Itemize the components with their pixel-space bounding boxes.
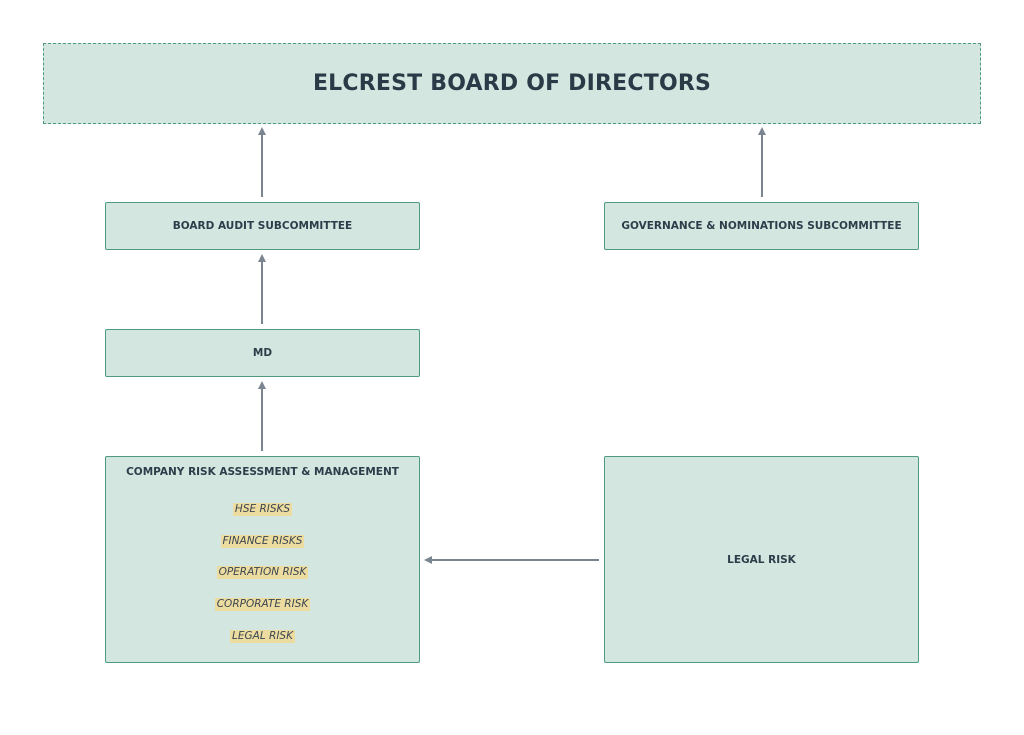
risk-legal: LEGAL RISK	[230, 629, 295, 643]
governance-label: GOVERNANCE & NOMINATIONS SUBCOMMITTEE	[621, 220, 902, 232]
risk-item: CORPORATE RISK	[106, 592, 419, 624]
legal-risk-label: LEGAL RISK	[727, 553, 796, 566]
md-label: MD	[252, 347, 273, 359]
risk-item: FINANCE RISKS	[106, 529, 419, 561]
md-box: MD	[105, 329, 420, 377]
risk-finance: FINANCE RISKS	[220, 534, 305, 548]
governance-nominations-box: GOVERNANCE & NOMINATIONS SUBCOMMITTEE	[604, 202, 919, 250]
board-title: ELCREST BOARD OF DIRECTORS	[312, 71, 712, 96]
risk-item: LEGAL RISK	[106, 624, 419, 656]
legal-risk-box: LEGAL RISK	[604, 456, 919, 663]
risk-item: OPERATION RISK	[106, 560, 419, 592]
company-risk-box: COMPANY RISK ASSESSMENT & MANAGEMENT HSE…	[105, 456, 420, 663]
risk-corporate: CORPORATE RISK	[214, 598, 311, 612]
company-risk-title: COMPANY RISK ASSESSMENT & MANAGEMENT	[126, 466, 399, 478]
risk-operation: OPERATION RISK	[216, 566, 309, 580]
risk-hse: HSE RISKS	[232, 503, 293, 516]
risk-list: HSE RISKS FINANCE RISKS OPERATION RISK C…	[106, 497, 419, 655]
board-of-directors-box: ELCREST BOARD OF DIRECTORS	[43, 43, 981, 124]
board-audit-subcommittee-box: BOARD AUDIT SUBCOMMITTEE	[105, 202, 420, 250]
risk-item: HSE RISKS	[106, 497, 419, 529]
board-audit-label: BOARD AUDIT SUBCOMMITTEE	[172, 220, 353, 232]
